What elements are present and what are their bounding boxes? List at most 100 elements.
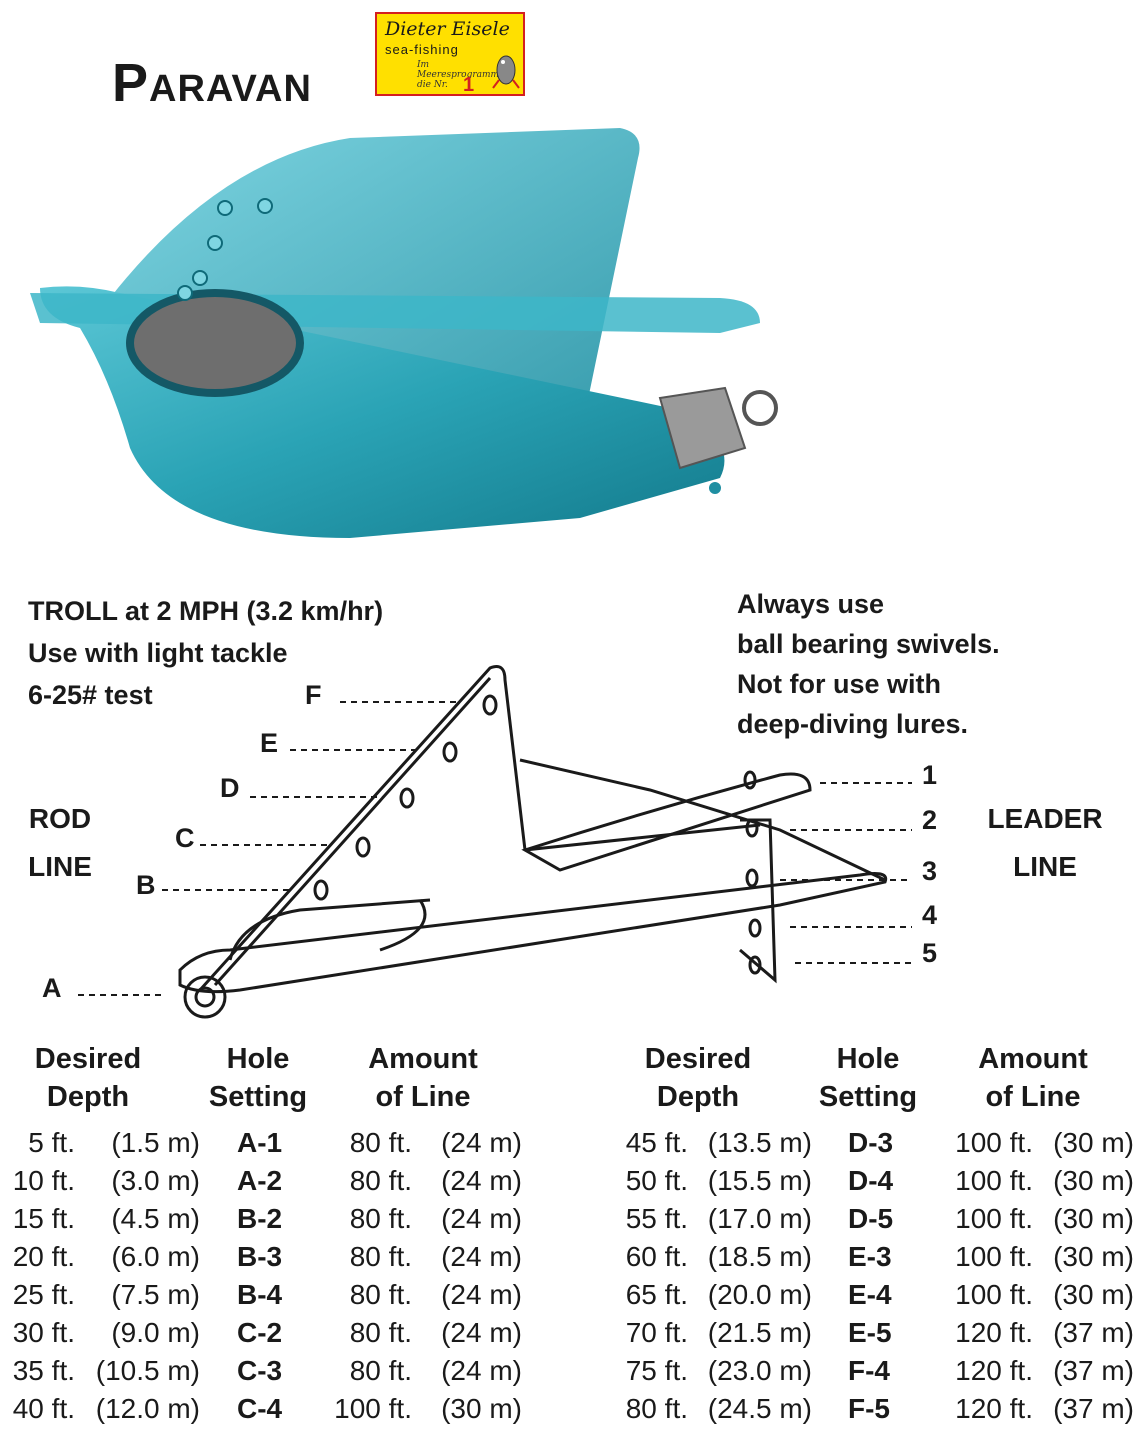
line-meters-cell: (24 m) (441, 1127, 522, 1158)
line-meters-cell: (24 m) (441, 1241, 522, 1272)
depth-meters-cell: (24.5 m) (707, 1393, 812, 1424)
leader-hole-3: 3 (922, 856, 938, 886)
line-meters-cell: (30 m) (441, 1393, 522, 1424)
line-meters-cell: (30 m) (1053, 1241, 1134, 1272)
line-feet-cell: 80 ft. (349, 1165, 412, 1196)
line-feet-cell: 100 ft. (334, 1393, 412, 1424)
hole-setting-cell: B-4 (237, 1279, 283, 1310)
line-feet-cell: 80 ft. (349, 1203, 412, 1234)
hole-setting-cell: A-2 (237, 1165, 283, 1196)
line-meters-cell: (37 m) (1053, 1317, 1134, 1348)
line-feet-cell: 80 ft. (349, 1317, 412, 1348)
line-feet-cell: 80 ft. (349, 1127, 412, 1158)
depth-feet-cell: 25 ft. (12, 1279, 75, 1310)
line-feet-cell: 80 ft. (349, 1355, 412, 1386)
page-title: Paravan (112, 53, 312, 113)
depth-meters-cell: (10.5 m) (95, 1355, 200, 1386)
hole-label-d: D (220, 773, 240, 803)
line-meters-cell: (30 m) (1053, 1279, 1134, 1310)
line-feet-cell: 120 ft. (955, 1317, 1033, 1348)
usage-notes: TROLL at 2 MPH (3.2 km/hr) Use with ligh… (28, 596, 384, 710)
depth-feet-cell: 60 ft. (625, 1241, 688, 1272)
leader-hole-1: 1 (922, 760, 938, 790)
depth-feet-cell: 35 ft. (12, 1355, 75, 1386)
hole-setting-cell: C-3 (237, 1355, 283, 1386)
hole-setting-cell: D-5 (848, 1203, 894, 1234)
hole-setting-cell: E-5 (848, 1317, 892, 1348)
depth-meters-cell: (21.5 m) (707, 1317, 812, 1348)
depth-feet-cell: 10 ft. (12, 1165, 75, 1196)
line-meters-cell: (30 m) (1053, 1203, 1134, 1234)
depth-meters-cell: (7.5 m) (111, 1279, 200, 1310)
paravan-diagram (78, 665, 912, 1019)
paravan-photo (30, 128, 778, 538)
depth-feet-cell: 65 ft. (625, 1279, 688, 1310)
hole-setting-cell: A-1 (237, 1127, 283, 1158)
line-feet-cell: 120 ft. (955, 1355, 1033, 1386)
hole-setting-cell: F-4 (848, 1355, 890, 1386)
depth-feet-cell: 40 ft. (12, 1393, 75, 1424)
hole-setting-cell: E-4 (848, 1279, 892, 1310)
line-meters-cell: (30 m) (1053, 1127, 1134, 1158)
depth-feet-cell: 70 ft. (625, 1317, 688, 1348)
line-feet-cell: 100 ft. (955, 1203, 1033, 1234)
rod-line-label: ROD LINE (28, 803, 92, 882)
line-meters-cell: (30 m) (1053, 1165, 1134, 1196)
depth-meters-cell: (15.5 m) (707, 1165, 812, 1196)
line-feet-cell: 120 ft. (955, 1393, 1033, 1424)
depth-meters-cell: (18.5 m) (707, 1241, 812, 1272)
depth-meters-cell: (1.5 m) (111, 1127, 200, 1158)
depth-feet-cell: 20 ft. (12, 1241, 75, 1272)
line-meters-cell: (24 m) (441, 1355, 522, 1386)
hole-setting-cell: B-3 (237, 1241, 283, 1272)
line-feet-cell: 80 ft. (349, 1241, 412, 1272)
leader-hole-5: 5 (922, 938, 938, 968)
line-meters-cell: (24 m) (441, 1165, 522, 1196)
depth-meters-cell: (17.0 m) (707, 1203, 812, 1234)
line-meters-cell: (24 m) (441, 1317, 522, 1348)
warning-notes: Always use ball bearing swivels. Not for… (737, 589, 1000, 739)
hole-label-a: A (42, 973, 62, 1003)
depth-feet-cell: 45 ft. (625, 1127, 688, 1158)
brand-logo: Dieter Eisele sea-fishing Im Meeresprogr… (375, 12, 525, 96)
hole-label-b: B (136, 870, 156, 900)
line-meters-cell: (24 m) (441, 1279, 522, 1310)
hole-label-f: F (305, 680, 322, 710)
depth-meters-cell: (23.0 m) (707, 1355, 812, 1386)
line-meters-cell: (24 m) (441, 1203, 522, 1234)
hole-setting-cell: E-3 (848, 1241, 892, 1272)
depth-feet-cell: 80 ft. (625, 1393, 688, 1424)
hole-label-e: E (260, 728, 279, 758)
hole-setting-cell: D-4 (848, 1165, 894, 1196)
line-meters-cell: (37 m) (1053, 1355, 1134, 1386)
line-feet-cell: 100 ft. (955, 1165, 1033, 1196)
depth-feet-cell: 50 ft. (625, 1165, 688, 1196)
hole-label-c: C (175, 823, 195, 853)
depth-meters-cell: (9.0 m) (111, 1317, 200, 1348)
depth-meters-cell: (12.0 m) (95, 1393, 200, 1424)
depth-feet-cell: 15 ft. (12, 1203, 75, 1234)
depth-feet-cell: 55 ft. (625, 1203, 688, 1234)
logo-sub: sea-fishing (385, 42, 459, 57)
depth-feet-cell: 5 ft. (28, 1127, 75, 1158)
depth-meters-cell: (13.5 m) (707, 1127, 812, 1158)
depth-meters-cell: (20.0 m) (707, 1279, 812, 1310)
line-feet-cell: 100 ft. (955, 1241, 1033, 1272)
hole-setting-cell: F-5 (848, 1393, 890, 1424)
logo-tagline: Im Meeresprogramm die Nr. (417, 60, 500, 90)
depth-meters-cell: (3.0 m) (111, 1165, 200, 1196)
line-feet-cell: 80 ft. (349, 1279, 412, 1310)
leader-hole-4: 4 (922, 900, 938, 930)
hole-setting-cell: C-2 (237, 1317, 283, 1348)
depth-feet-cell: 75 ft. (625, 1355, 688, 1386)
logo-number: 1 (463, 74, 475, 96)
line-feet-cell: 100 ft. (955, 1127, 1033, 1158)
depth-meters-cell: (4.5 m) (111, 1203, 200, 1234)
hole-setting-cell: B-2 (237, 1203, 283, 1234)
leader-hole-2: 2 (922, 805, 938, 835)
